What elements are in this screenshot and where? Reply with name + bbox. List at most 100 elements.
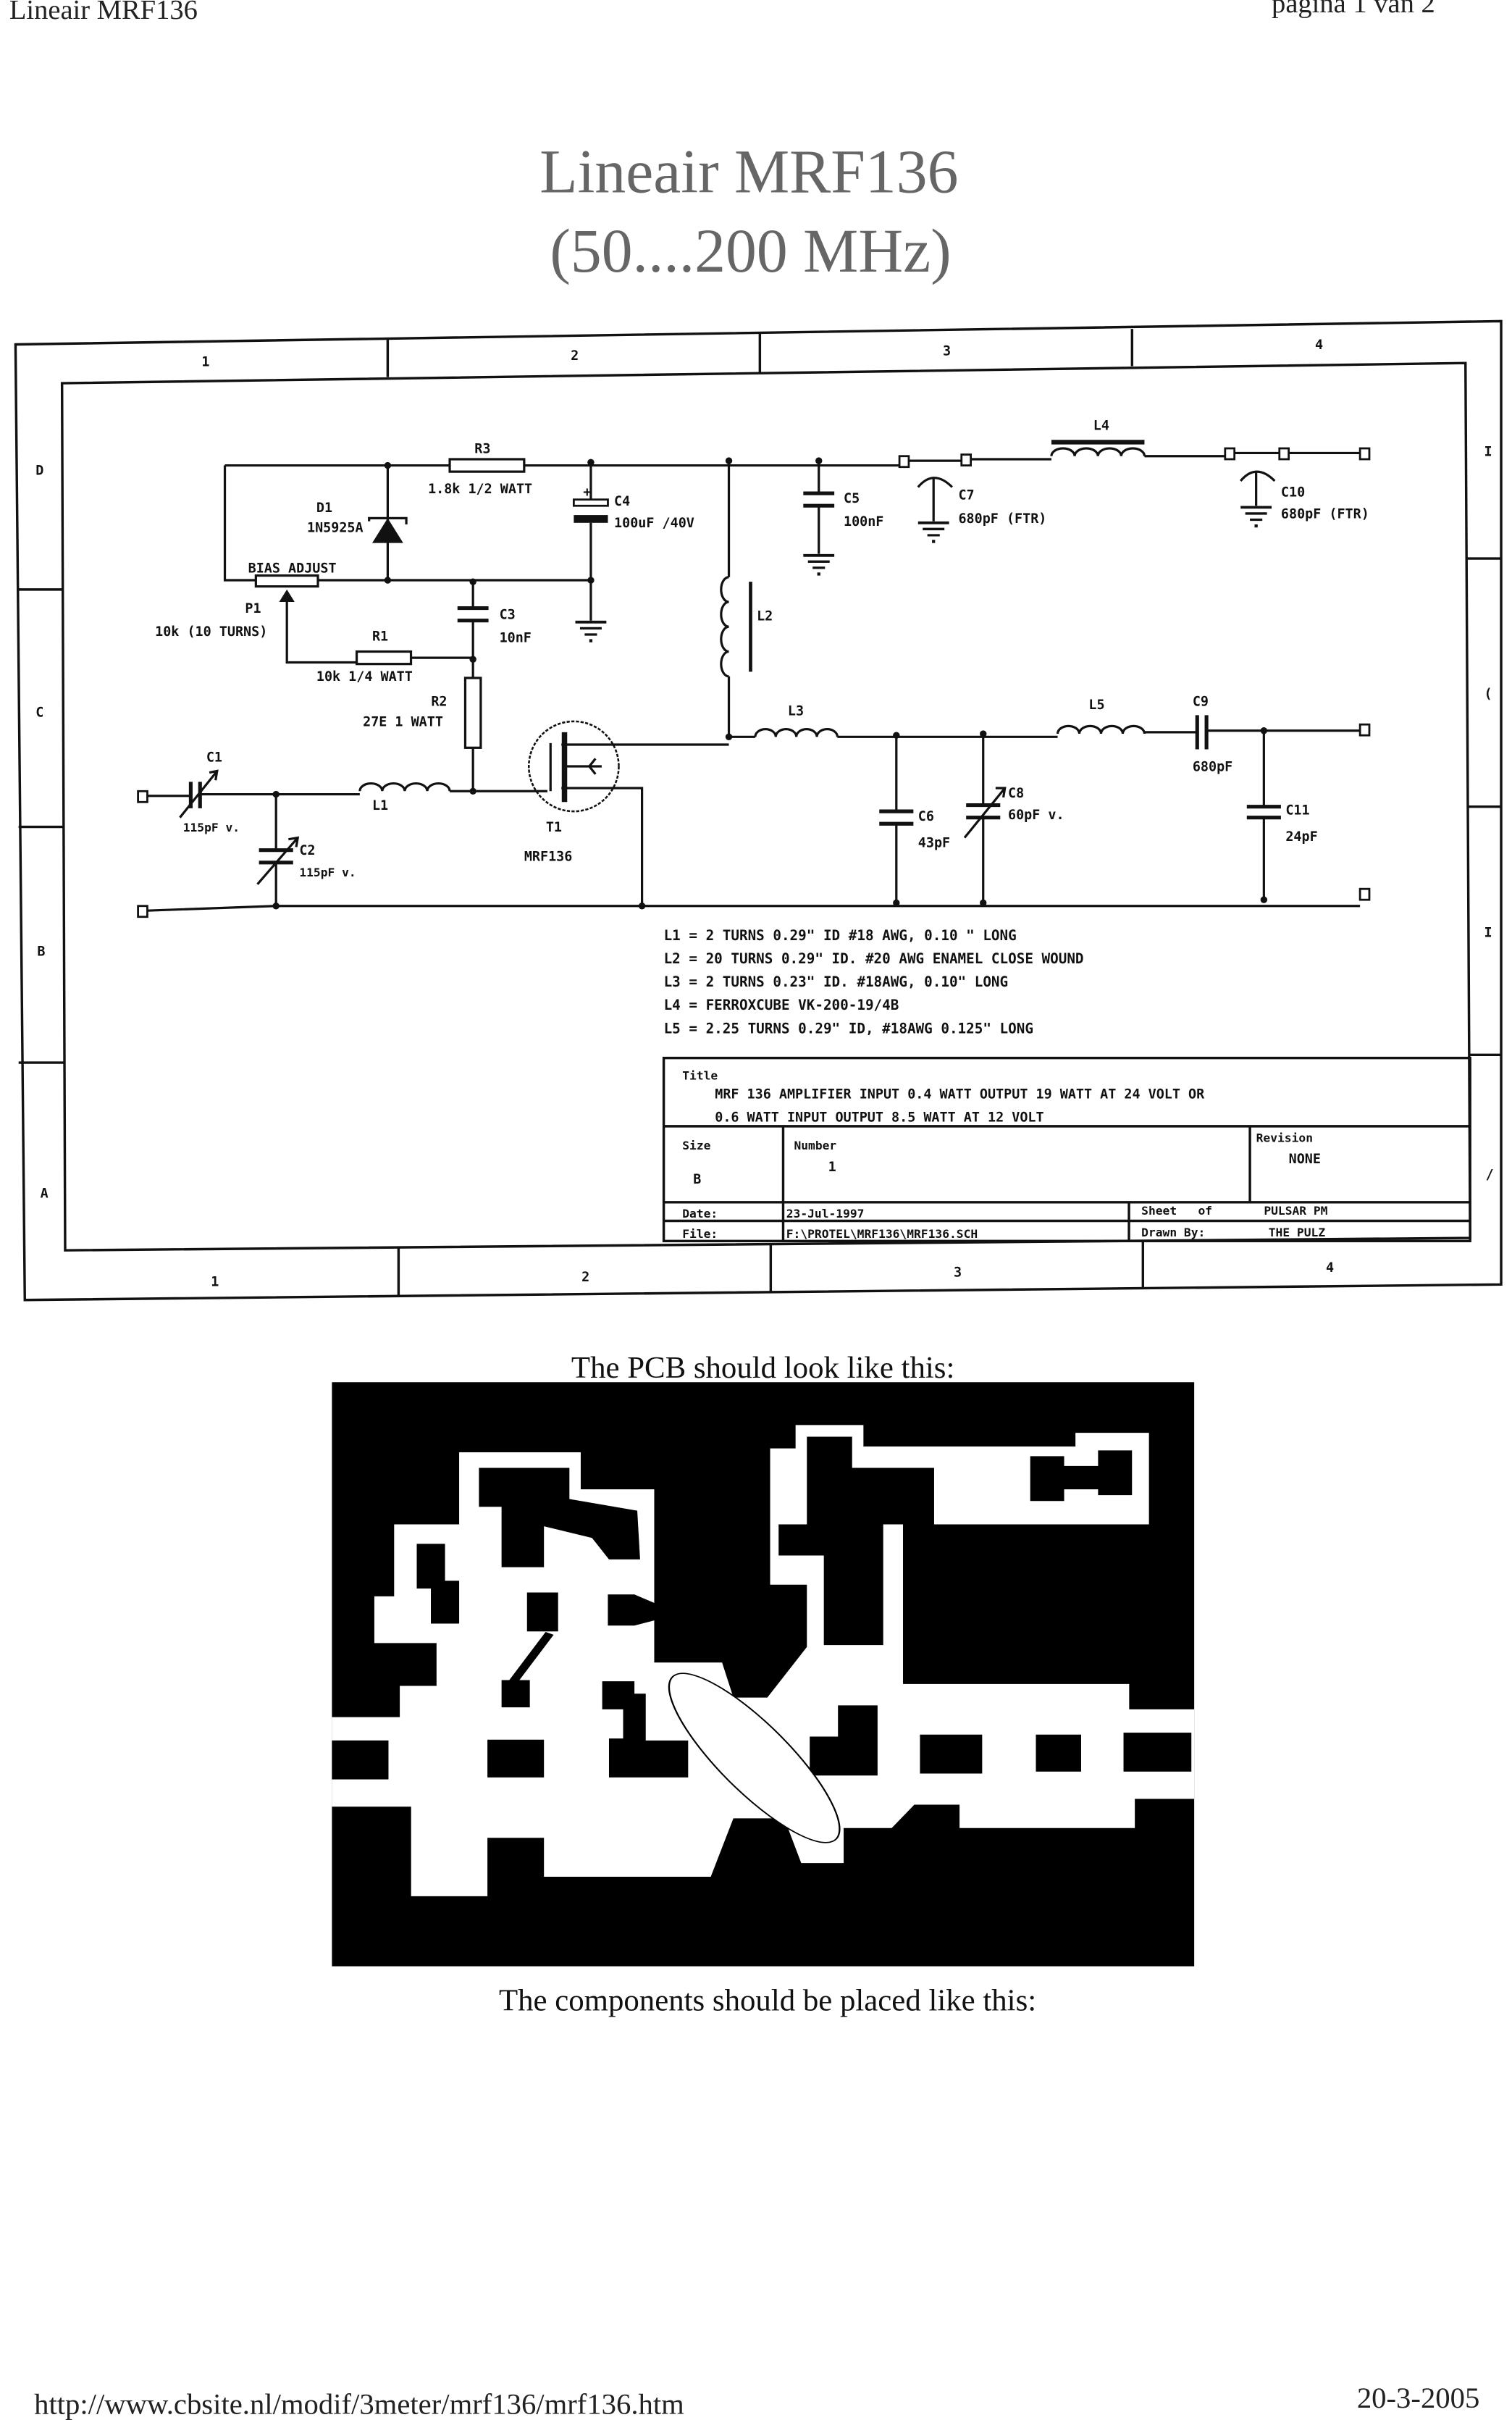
l4-ref: L4 [1093,418,1109,433]
c10-ref: C10 [1281,485,1305,500]
c7-ref: C7 [958,488,974,503]
zone-col-4: 4 [1315,338,1323,353]
p1-ref: P1 [245,601,261,616]
r3-ref: R3 [474,441,490,456]
inductor-l3 [754,728,839,737]
r1-ref: R1 [372,629,388,645]
zone-row-right-4: / [1486,1168,1494,1183]
capacitor-c3 [457,606,489,623]
mosfet-t1 [527,720,620,813]
variable-capacitor-c8 [963,787,1007,839]
supply-terminal [1358,447,1371,461]
c3-value: 10nF [500,631,532,646]
drawn-by-value: THE PULZ [1269,1226,1326,1239]
resistor-r1 [355,650,413,666]
c4-polarity: + [583,485,591,500]
capacitor-c4-plate [574,515,608,523]
sheet-label: Sheet of [1141,1204,1212,1218]
l3-ref: L3 [788,703,804,719]
input-terminal [137,790,148,803]
c1-value: 115pF v. [183,821,240,834]
c2-ref: C2 [299,843,315,858]
c6-ref: C6 [918,809,934,824]
size-label: Size [682,1139,710,1152]
d1-ref: D1 [316,501,332,516]
components-caption: The components should be placed like thi… [499,1984,1036,2018]
feedthrough-terminal [1278,447,1290,461]
pcb-caption: The PCB should look like this: [571,1351,954,1385]
zone-row-c: C [35,705,43,720]
p1-function: BIAS ADJUST [248,561,337,576]
inductor-l1 [358,782,451,792]
resistor-r3 [448,458,526,473]
r3-value: 1.8k 1/2 WATT [428,482,532,497]
t1-value: MRF136 [524,850,572,865]
c8-value: 60pF v. [1008,808,1064,823]
c7-value: 680pF (FTR) [958,511,1046,527]
note-l5: L5 = 2.25 TURNS 0.29" ID, #18AWG 0.125" … [664,1020,1033,1037]
file-value: F:\PROTEL\MRF136\MRF136.SCH [786,1227,978,1241]
zone-col-4-bottom: 4 [1326,1260,1334,1276]
pcb-copper-area [332,1425,1195,1896]
pcb-layout [332,1382,1195,1967]
zone-col-3-bottom: 3 [954,1265,962,1281]
capacitor-c9 [1195,715,1209,750]
note-l3: L3 = 2 TURNS 0.23" ID. #18AWG, 0.10" LON… [664,974,1009,990]
document-subtitle: (50....200 MHz) [550,217,951,285]
c11-ref: C11 [1285,803,1309,818]
ground-symbol [1239,506,1273,529]
c6-value: 43pF [918,835,950,850]
c4-value: 100uF /40V [614,516,694,531]
inductor-l2 [720,576,729,678]
schematic-frame: 1 2 3 4 1 2 3 4 D C B A I ( I / [14,319,1503,1302]
zone-row-right-2: ( [1484,687,1492,702]
zone-col-2: 2 [571,348,579,364]
zone-dividers [18,329,1502,1297]
output-terminal [1358,723,1371,737]
footer-url: http://www.cbsite.nl/modif/3meter/mrf136… [34,2387,684,2420]
capacitor-c4-plate [572,498,609,507]
l5-ref: L5 [1088,698,1104,713]
c2-value: 115pF v. [299,866,356,879]
variable-capacitor-c2 [256,836,300,885]
title-block: Title MRF 136 AMPLIFIER INPUT 0.4 WATT O… [662,1056,1471,1243]
header-page-number: pagina 1 van 2 [1272,0,1435,19]
revision-value: NONE [1289,1152,1321,1167]
c5-value: 100nF [844,514,883,529]
number-label: Number [794,1139,836,1152]
feedthrough-terminal [1224,447,1236,461]
c3-ref: C3 [500,608,516,623]
c9-ref: C9 [1193,695,1209,710]
l2-ref: L2 [757,609,773,624]
zone-col-2-bottom: 2 [581,1270,589,1285]
feedthrough-terminal [960,453,972,466]
title-line-1: MRF 136 AMPLIFIER INPUT 0.4 WATT OUTPUT … [715,1087,1205,1102]
t1-ref: T1 [546,820,562,835]
inductor-l4 [1050,447,1146,456]
junction-dots [272,457,1268,910]
note-l1: L1 = 2 TURNS 0.29" ID #18 AWG, 0.10 " LO… [664,927,1017,944]
date-value: 23-Jul-1997 [786,1207,865,1221]
d1-value: 1N5925A [307,521,364,536]
ground-symbol [574,620,608,644]
note-l4: L4 = FERROXCUBE VK-200-19/4B [664,997,899,1013]
date-label: Date: [682,1207,718,1221]
c4-ref: C4 [614,494,630,509]
c9-value: 680pF [1193,759,1232,774]
ground-symbol [916,521,951,545]
feedthrough-capacitor-c10 [1239,470,1276,482]
l1-ref: L1 [372,798,388,813]
zone-col-3: 3 [943,344,951,359]
coil-notes: L1 = 2 TURNS 0.29" ID #18 AWG, 0.10 " LO… [664,927,1084,1037]
zone-row-d: D [35,463,43,478]
zone-col-1-bottom: 1 [211,1274,219,1289]
zone-row-b: B [37,944,45,959]
number-value: 1 [828,1160,836,1175]
footer-date: 20-3-2005 [1357,2382,1479,2414]
mosfet-footprint-outline [668,1672,841,1843]
zone-row-right-3: I [1484,926,1492,941]
size-value: B [693,1172,701,1187]
variable-capacitor-c1 [179,769,219,818]
capacitor-c6 [879,809,914,826]
